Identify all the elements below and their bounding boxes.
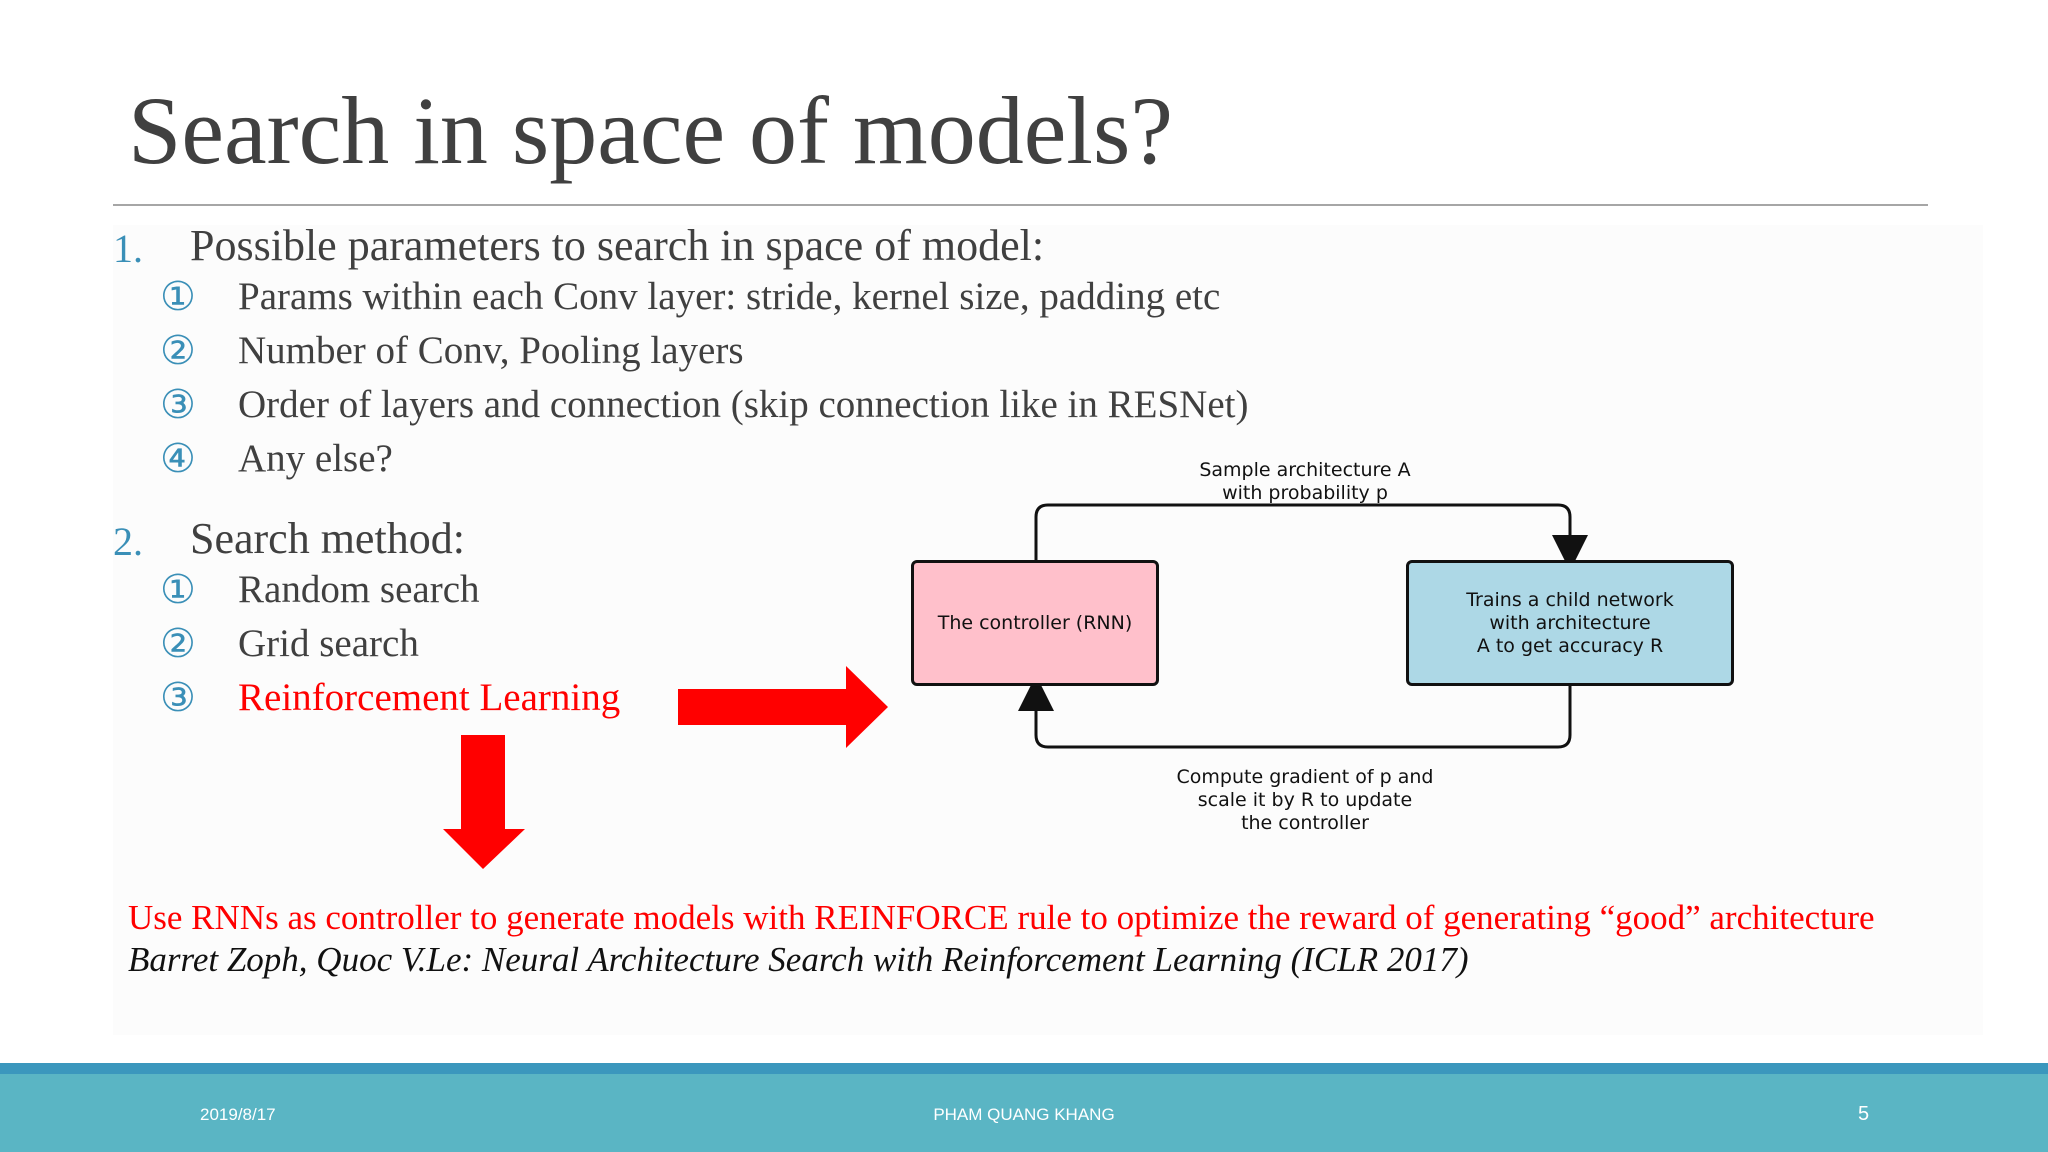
controller-box: The controller (RNN) (911, 560, 1159, 686)
diagram-text-line: with probability p (1222, 482, 1388, 504)
bullet-marker: ② (160, 328, 196, 374)
diagram-text-line: scale it by R to update (1197, 789, 1413, 811)
compute-gradient-label: Compute gradient of p and scale it by R … (1100, 766, 1510, 835)
bullet-text: Random search (238, 568, 480, 611)
diagram-text-line: Sample architecture A (1199, 459, 1411, 481)
slide-title: Search in space of models? (128, 77, 1173, 184)
bullet-marker: ① (160, 567, 196, 613)
page-number: 5 (1858, 1103, 1870, 1125)
bullet-marker: ③ (160, 382, 196, 428)
title-divider (113, 204, 1928, 206)
bullet-text: Order of layers and connection (skip con… (238, 383, 1249, 426)
bullet-marker: ① (160, 274, 196, 320)
sample-architecture-label: Sample architecture A with probability p (1100, 459, 1510, 505)
citation: Barret Zoph, Quoc V.Le: Neural Architect… (128, 940, 1469, 979)
down-arrow-icon (443, 735, 525, 869)
footer-date: 2019/8/17 (200, 1105, 276, 1124)
section-1-heading: Possible parameters to search in space o… (190, 221, 1045, 270)
section-1-number: 1. (113, 226, 143, 271)
diagram-text-line: with architecture (1489, 611, 1651, 634)
diagram-text-line: Trains a child network (1466, 588, 1674, 611)
diagram-text-line: A to get accuracy R (1476, 634, 1664, 657)
right-arrow-icon (678, 666, 888, 748)
bullet-text: Params within each Conv layer: stride, k… (238, 275, 1221, 318)
bullet-marker: ④ (160, 436, 196, 482)
footer-bar: 2019/8/17 PHAM QUANG KHANG 5 (0, 1074, 2048, 1152)
bullet-marker: ② (160, 621, 196, 667)
section-2-number: 2. (113, 519, 143, 564)
controller-label: The controller (RNN) (937, 611, 1133, 634)
bullet-marker: ③ (160, 675, 196, 721)
child-network-box: Trains a child network with architecture… (1406, 560, 1734, 686)
section-2-heading: Search method: (190, 514, 465, 563)
diagram-connectors (1018, 503, 1588, 749)
footer-stripe (0, 1063, 2048, 1074)
bullet-text: Grid search (238, 622, 419, 665)
bullet-text: Number of Conv, Pooling layers (238, 329, 744, 372)
bullet-text-highlighted: Reinforcement Learning (238, 676, 621, 719)
diagram-text-line: the controller (1241, 812, 1369, 834)
bullet-text: Any else? (238, 437, 393, 480)
diagram-text-line: Compute gradient of p and (1176, 766, 1434, 788)
footer-author: PHAM QUANG KHANG (933, 1105, 1115, 1124)
summary-note: Use RNNs as controller to generate model… (128, 898, 1875, 937)
